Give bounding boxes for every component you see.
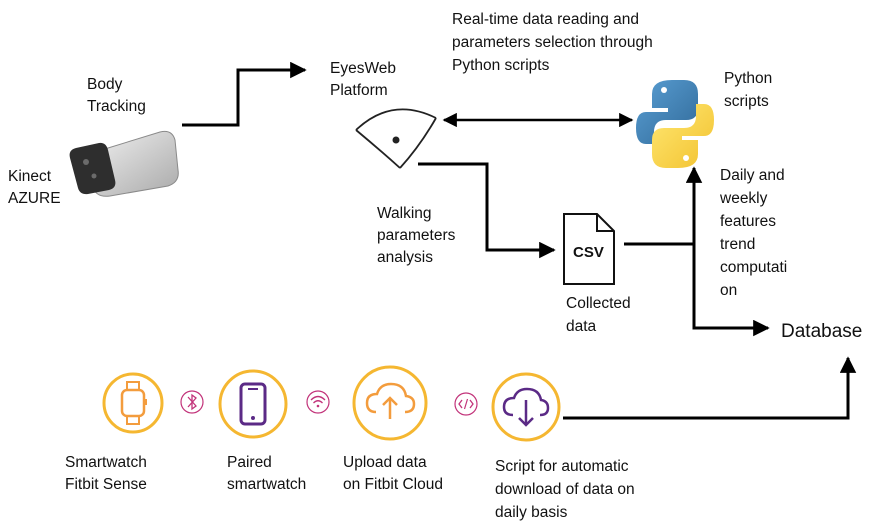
walking-analysis-label: Walking parameters analysis (377, 205, 460, 266)
csv-icon-text: CSV (573, 244, 604, 261)
eyesweb-label: EyesWeb Platform (330, 60, 400, 99)
wifi-icon (306, 390, 330, 414)
script-to-database-arrow (563, 356, 857, 420)
bluetooth-icon (180, 390, 204, 414)
database-label: Database (781, 321, 862, 342)
kinect-device-icon (69, 130, 179, 197)
smartphone-icon (218, 369, 288, 439)
python-logo-icon (636, 80, 714, 168)
python-scripts-label: Python scripts (724, 70, 777, 110)
eyesweb-to-csv-arrow (418, 162, 556, 259)
upload-label: Upload data on Fitbit Cloud (343, 454, 443, 493)
script-download-label: Script for automatic download of data on… (495, 458, 639, 521)
kinect-label: Kinect AZURE (8, 168, 61, 207)
collected-data-label: Collected data (566, 295, 635, 335)
smartwatch-label: Smartwatch Fitbit Sense (65, 454, 151, 493)
cloud-upload-icon (352, 365, 428, 441)
eyesweb-logo-icon (355, 108, 437, 169)
csv-file-icon: CSV (563, 213, 615, 285)
paired-smartphone-label: Paired smartwatch (227, 454, 306, 493)
code-icon (454, 392, 478, 416)
cloud-download-icon (491, 372, 561, 442)
smartwatch-icon (102, 372, 164, 434)
branch-to-database-arrow (692, 244, 770, 337)
realtime-label: Real-time data reading and parameters se… (452, 11, 657, 74)
trend-computation-label: Daily and weekly features trend computat… (719, 167, 792, 299)
body-tracking-label: Body Tracking (87, 76, 146, 115)
kinect-to-eyesweb-arrow (182, 61, 307, 127)
